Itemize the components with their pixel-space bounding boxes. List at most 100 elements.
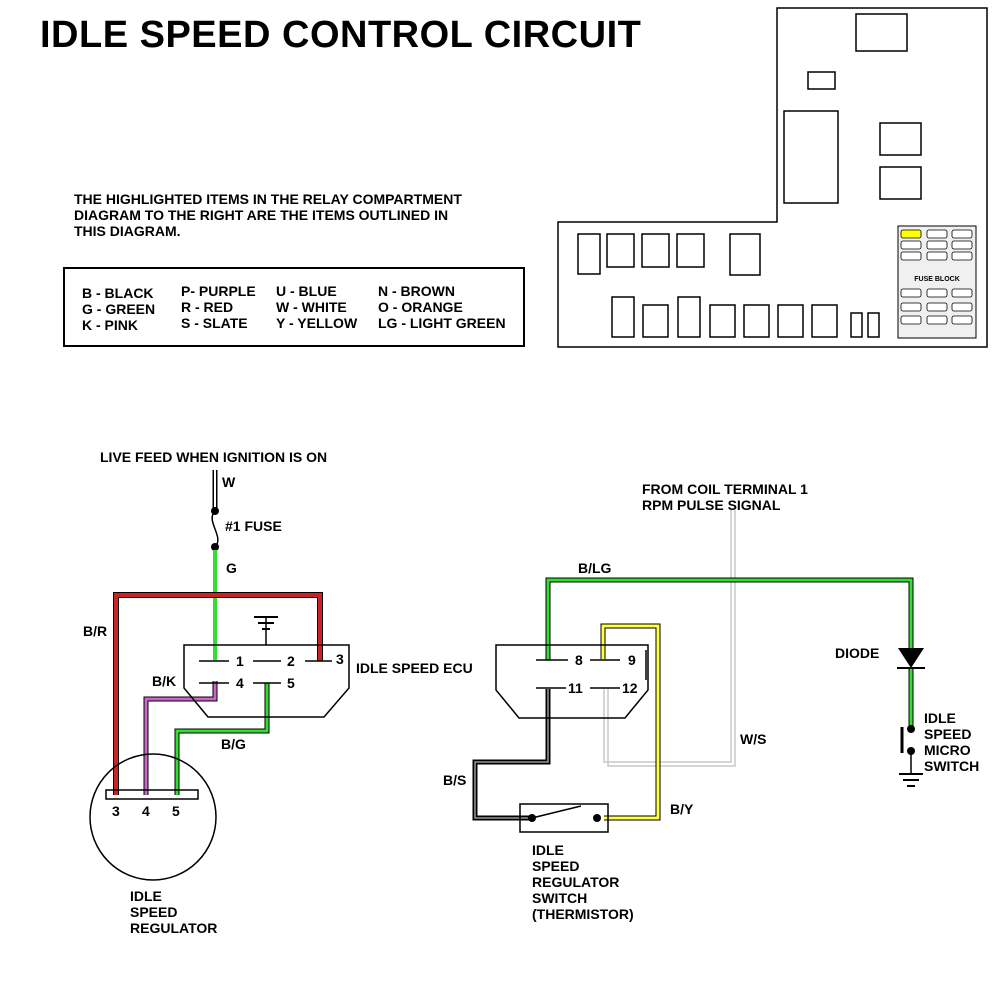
idle-speed-regulator-switch: IDLE SPEED REGULATOR SWITCH (THERMISTOR)	[519, 803, 634, 922]
switch-box	[519, 803, 609, 833]
highlight-note: THE HIGHLIGHTED ITEMS IN THE RELAY COMPA…	[74, 191, 554, 239]
relay-slot	[641, 233, 670, 268]
regulator-pin-4: 4	[142, 803, 150, 819]
micro-switch-label: SPEED	[924, 726, 971, 742]
ecu-pin-9: 9	[628, 652, 636, 668]
legend-entry: R - RED	[181, 299, 234, 315]
fuse-slot	[900, 302, 922, 312]
fuse-slot	[900, 288, 922, 298]
fuse-label: #1 FUSE	[225, 518, 282, 534]
relay-slot	[850, 312, 863, 338]
legend-entry: S - SLATE	[181, 315, 248, 331]
legend-entry: W - WHITE	[276, 299, 347, 315]
note-line: THE HIGHLIGHTED ITEMS IN THE RELAY COMPA…	[74, 191, 462, 207]
thermistor-label: SWITCH	[532, 890, 587, 906]
diode-label: DIODE	[835, 645, 879, 661]
relay-slot	[676, 233, 705, 268]
ecu-pin-12: 12	[622, 680, 638, 696]
relay-slot	[729, 233, 761, 276]
note-line: DIAGRAM TO THE RIGHT ARE THE ITEMS OUTLI…	[74, 207, 449, 223]
wire-label-bs: B/S	[443, 772, 466, 788]
legend-entry: B - BLACK	[82, 285, 154, 301]
legend-column: N - BROWN O - ORANGE LG - LIGHT GREEN	[378, 283, 506, 331]
fuse-slot	[926, 315, 948, 325]
micro-switch-label: MICRO	[924, 742, 971, 758]
relay-slot	[783, 110, 839, 204]
fuse-slot	[951, 302, 973, 312]
fuse-1-highlighted	[900, 229, 922, 239]
relay-slot	[777, 304, 804, 338]
relay-panel-outline	[557, 7, 988, 348]
legend-entry: Y - YELLOW	[276, 315, 358, 331]
note-line: THIS DIAGRAM.	[74, 223, 181, 239]
fuse-slot	[900, 251, 922, 261]
wire-bs	[472, 689, 551, 821]
wire-label-bg: B/G	[221, 736, 246, 752]
fuse-slot	[926, 251, 948, 261]
wire-color-legend: B - BLACK G - GREEN K - PINK P- PURPLE R…	[63, 267, 525, 347]
fuse-slot	[926, 240, 948, 250]
ecu-pin-5: 5	[287, 675, 295, 691]
regulator-body	[89, 753, 217, 881]
thermistor-label: IDLE	[532, 842, 564, 858]
regulator-label: REGULATOR	[130, 920, 217, 936]
live-feed-label: LIVE FEED WHEN IGNITION IS ON	[100, 449, 327, 465]
legend-entry: N - BROWN	[378, 283, 455, 299]
ecu-pin-8: 8	[575, 652, 583, 668]
wire-label-g: G	[226, 560, 237, 576]
wire-by	[600, 623, 661, 821]
wire-label-blg: B/LG	[578, 560, 612, 576]
fuse-slot	[951, 240, 973, 250]
ecu-label: IDLE SPEED ECU	[356, 660, 473, 676]
relay-slot	[811, 304, 838, 338]
fuse-slot	[926, 229, 948, 239]
diode-symbol	[897, 648, 925, 669]
thermistor-label: (THERMISTOR)	[532, 906, 634, 922]
legend-entry: LG - LIGHT GREEN	[378, 315, 506, 331]
relay-slot	[879, 122, 922, 156]
wire-label-br: B/R	[83, 623, 107, 639]
ecu-pin-4: 4	[236, 675, 244, 691]
ecu-pin-2: 2	[287, 653, 295, 669]
legend-entry: K - PINK	[82, 317, 138, 333]
fuse-slot	[926, 288, 948, 298]
relay-slot	[879, 166, 922, 200]
idle-speed-micro-switch: IDLE SPEED MICRO SWITCH	[899, 710, 979, 787]
legend-column: P- PURPLE R - RED S - SLATE	[181, 283, 256, 331]
ecu-outline	[183, 644, 350, 718]
wire-label-ws: W/S	[740, 731, 766, 747]
wire-label-w: W	[222, 474, 236, 490]
micro-switch-label: SWITCH	[924, 758, 979, 774]
coil-label: RPM PULSE SIGNAL	[642, 497, 781, 513]
relay-slot	[577, 233, 601, 275]
coil-label: FROM COIL TERMINAL 1	[642, 481, 808, 497]
legend-column: B - BLACK G - GREEN K - PINK	[82, 285, 155, 333]
relay-slot	[677, 296, 701, 338]
wire-label-bk: B/K	[152, 673, 176, 689]
idle-speed-ecu-left: 1 2 3 4 5	[183, 616, 350, 718]
fuse-block: FUSE BLOCK	[897, 225, 977, 339]
ecu-outline	[495, 644, 649, 719]
regulator-label: IDLE	[130, 888, 162, 904]
ecu-pin-3: 3	[336, 651, 344, 667]
regulator-connector	[105, 789, 199, 800]
legend-entry: G - GREEN	[82, 301, 156, 317]
legend-column: U - BLUE W - WHITE Y - YELLOW	[276, 283, 357, 331]
fuse-slot	[951, 229, 973, 239]
fuse-slot	[926, 302, 948, 312]
fuse-grid	[900, 229, 973, 325]
wire-label-by: B/Y	[670, 801, 694, 817]
ecu-pin-1: 1	[236, 653, 244, 669]
wire-ws	[603, 510, 736, 767]
fuse-symbol	[211, 507, 219, 551]
micro-switch-label: IDLE	[924, 710, 956, 726]
regulator-pin-5: 5	[172, 803, 180, 819]
relay-slot	[855, 13, 908, 52]
wire-bk	[143, 681, 218, 795]
regulator-pin-3: 3	[112, 803, 120, 819]
relay-slot	[611, 296, 635, 338]
idle-speed-regulator: 3 4 5 IDLE SPEED REGULATOR	[89, 753, 217, 936]
fuse-slot	[951, 315, 973, 325]
diagram-title: IDLE SPEED CONTROL CIRCUIT	[40, 14, 642, 56]
